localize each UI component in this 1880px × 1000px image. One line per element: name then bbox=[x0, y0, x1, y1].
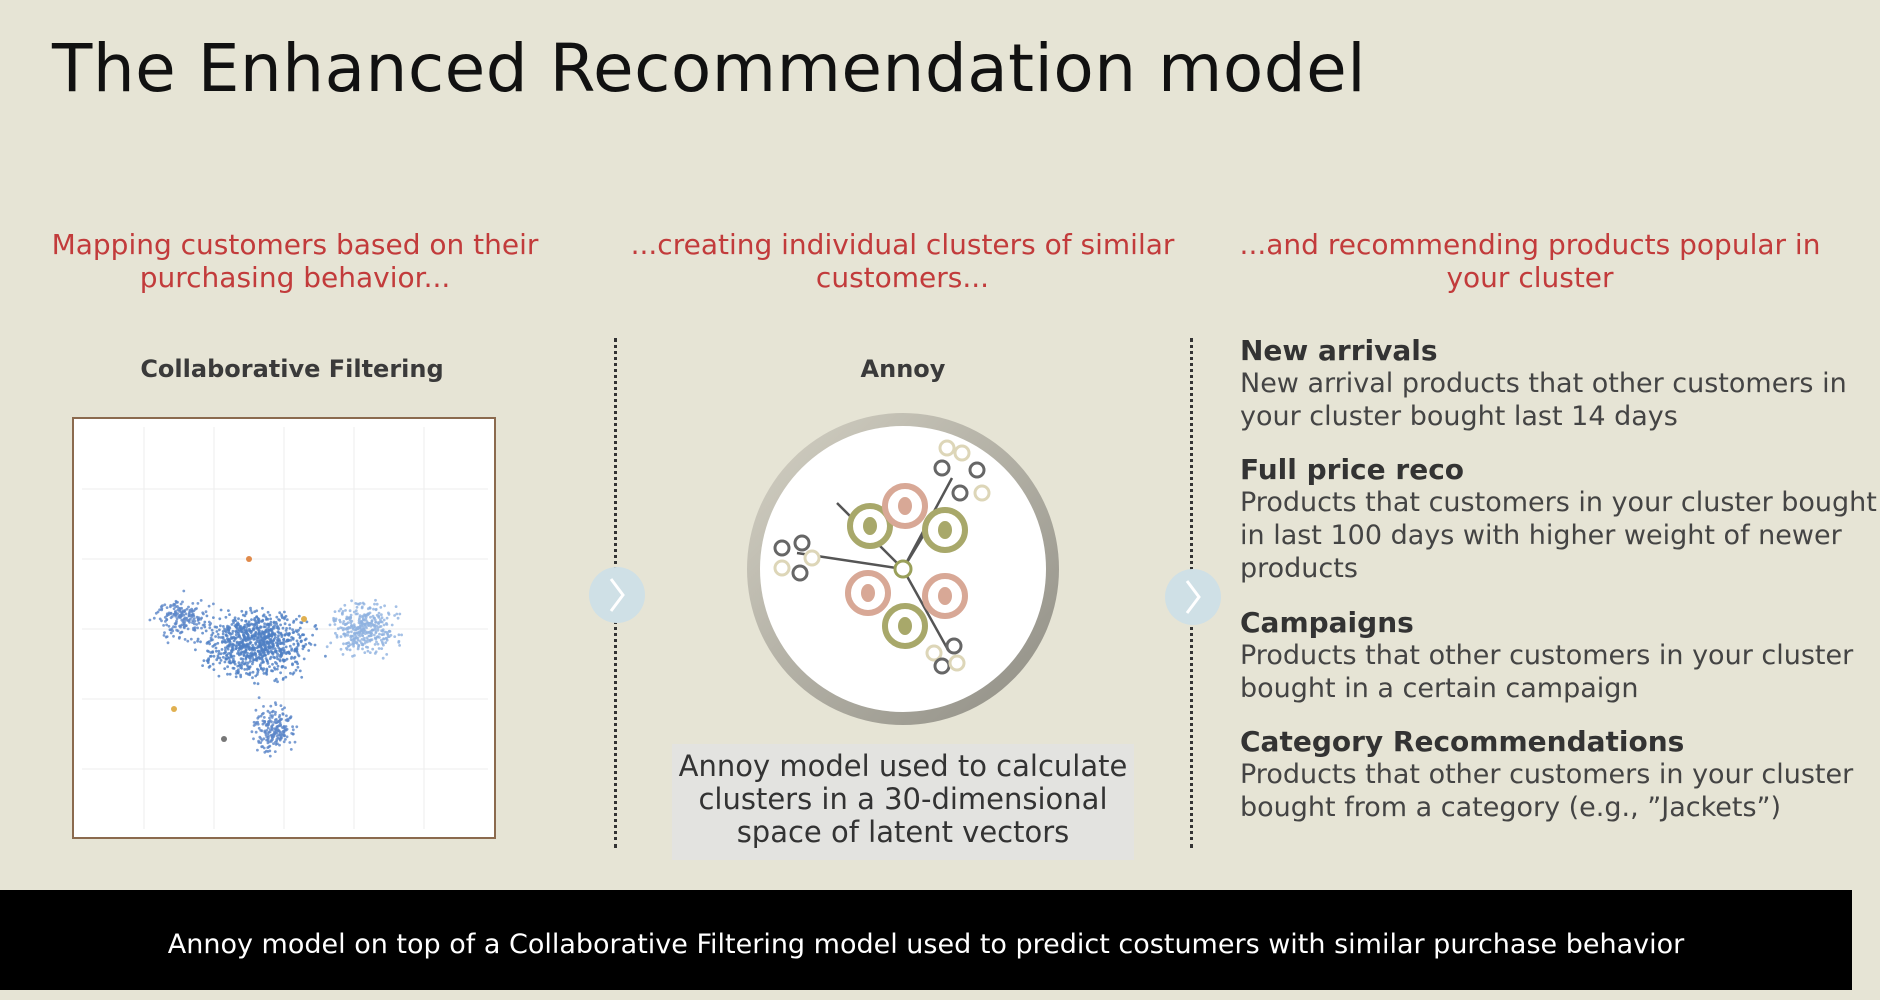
reco-description: Products that other customers in your cl… bbox=[1240, 759, 1854, 823]
reco-title: Campaigns bbox=[1240, 606, 1414, 639]
reco-description: New arrival products that other customer… bbox=[1240, 368, 1847, 432]
center-node-icon bbox=[893, 559, 913, 579]
person-icon bbox=[922, 507, 968, 553]
reco-full-price: Full price reco Products that customers … bbox=[1240, 453, 1880, 585]
column-heading-clusters: ...creating individual clusters of simil… bbox=[630, 228, 1175, 294]
chevron-right-icon bbox=[609, 578, 625, 612]
footer-banner: Annoy model on top of a Collaborative Fi… bbox=[0, 890, 1852, 990]
reco-campaigns: Campaigns Products that other customers … bbox=[1240, 606, 1880, 705]
reco-title: Full price reco bbox=[1240, 453, 1465, 486]
arrow-next-right bbox=[1165, 569, 1221, 625]
reco-description: Products that other customers in your cl… bbox=[1240, 640, 1854, 704]
person-icon bbox=[922, 573, 968, 619]
annoy-caption: Annoy model used to calculate clusters i… bbox=[672, 744, 1134, 860]
annoy-cluster-graphic bbox=[742, 408, 1064, 730]
reco-title: Category Recommendations bbox=[1240, 725, 1685, 758]
person-icon bbox=[845, 570, 891, 616]
reco-new-arrivals: New arrivals New arrival products that o… bbox=[1240, 334, 1880, 433]
reco-title: New arrivals bbox=[1240, 334, 1438, 367]
page-title: The Enhanced Recommendation model bbox=[52, 30, 1367, 107]
arrow-next-left bbox=[589, 567, 645, 623]
person-icon bbox=[882, 603, 928, 649]
scatter-plot-graphic bbox=[82, 427, 488, 829]
subheading-annoy: Annoy bbox=[860, 355, 946, 383]
collaborative-filtering-scatter-plot bbox=[72, 417, 496, 839]
person-icon bbox=[847, 503, 893, 549]
subheading-collaborative-filtering: Collaborative Filtering bbox=[140, 355, 444, 383]
chevron-right-icon bbox=[1185, 580, 1201, 614]
column-heading-recommending: ...and recommending products popular in … bbox=[1239, 228, 1821, 294]
person-icon bbox=[882, 483, 928, 529]
column-heading-mapping: Mapping customers based on their purchas… bbox=[51, 228, 539, 294]
reco-category: Category Recommendations Products that o… bbox=[1240, 725, 1880, 824]
reco-description: Products that customers in your cluster … bbox=[1240, 487, 1877, 584]
